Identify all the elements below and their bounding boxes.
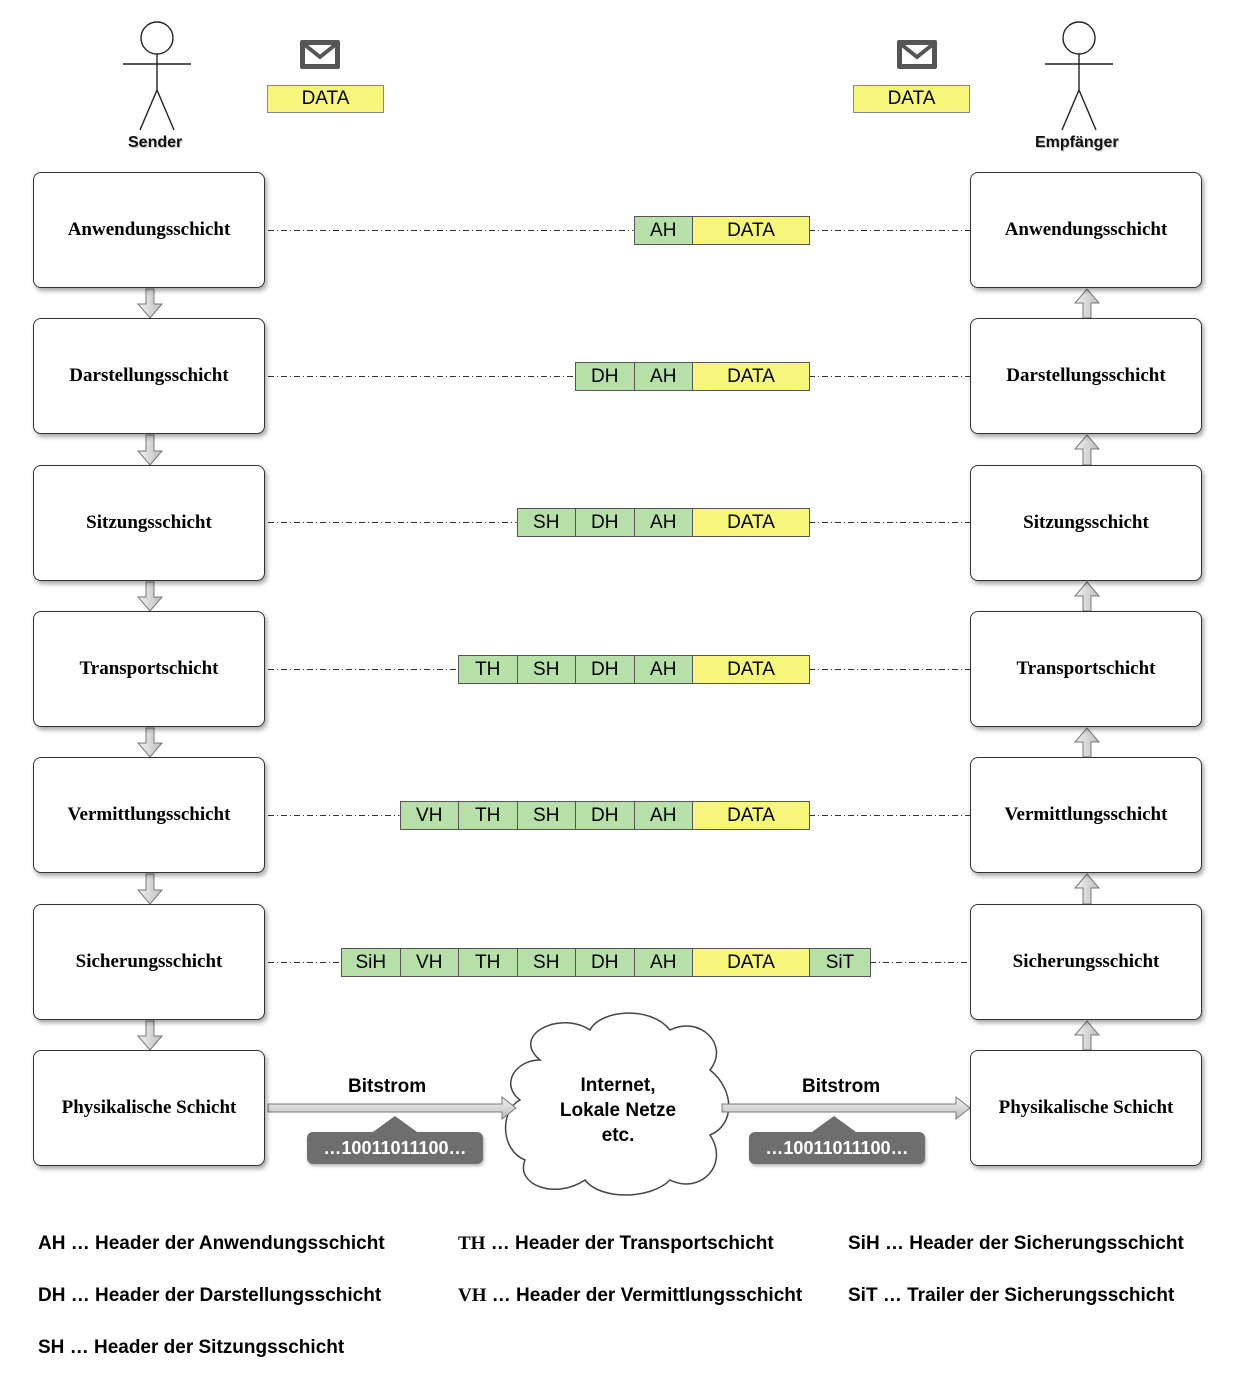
legend-sit: SiT … Trailer der Sicherungsschicht	[848, 1285, 1174, 1307]
bitstream-bits-left: …10011011100…	[307, 1132, 483, 1164]
receiver-layer-network: Vermittlungsschicht	[970, 757, 1202, 873]
legend-abbr: DH	[38, 1285, 66, 1306]
up-arrow-icon	[1073, 434, 1101, 466]
pdu-cell-th: TH	[458, 801, 518, 830]
sender-layer-network: Vermittlungsschicht	[33, 757, 265, 873]
pdu-cell-data: DATA	[692, 801, 810, 830]
receiver-layer-transport: Transportschicht	[970, 611, 1202, 727]
pdu-cell-ah: AH	[633, 508, 693, 537]
legend-text: … Header der Darstellungsschicht	[70, 1285, 382, 1306]
sender-layer-datalink: Sicherungsschicht	[33, 904, 265, 1020]
legend-text: … Header der Sitzungsschicht	[69, 1337, 345, 1358]
legend-vh: VH … Header der Vermittlungsschicht	[458, 1285, 802, 1307]
sender-layer-physical: Physikalische Schicht	[33, 1050, 265, 1166]
receiver-layer-presentation: Darstellungsschicht	[970, 318, 1202, 434]
receiver-label: Empfänger	[1035, 134, 1119, 151]
pdu-cell-th: TH	[458, 948, 518, 977]
up-arrow-icon	[1073, 873, 1101, 905]
pill-pointer-right	[812, 1116, 856, 1132]
cloud-line-2: Lokale Netze	[559, 1100, 677, 1121]
up-arrow-icon	[1073, 1020, 1101, 1051]
sender-layer-presentation: Darstellungsschicht	[33, 318, 265, 434]
pdu-cell-data: DATA	[692, 216, 810, 245]
bitstream-label-right: Bitstrom	[802, 1076, 881, 1097]
sender-actor-icon	[123, 21, 191, 131]
receiver-layer-physical: Physikalische Schicht	[970, 1050, 1202, 1166]
pdu-cell-sh: SH	[516, 508, 576, 537]
up-arrow-icon	[1073, 581, 1101, 612]
legend-text: … Header der Transportschicht	[490, 1233, 774, 1254]
cloud-line-3: etc.	[601, 1125, 635, 1146]
receiver-message-data: DATA	[853, 85, 970, 113]
legend-th: TH … Header der Transportschicht	[458, 1233, 774, 1255]
sender-layer-transport: Transportschicht	[33, 611, 265, 727]
pill-pointer-left	[373, 1116, 417, 1132]
legend-text: … Header der Sicherungsschicht	[884, 1233, 1184, 1254]
right-arrow-icon	[721, 1095, 971, 1121]
pdu-cell-dh: DH	[575, 362, 635, 391]
pdu-cell-sit: SiT	[809, 948, 871, 977]
pdu-cell-sh: SH	[516, 948, 576, 977]
down-arrow-icon	[136, 727, 164, 758]
pdu-cell-data: DATA	[692, 948, 810, 977]
pdu-cell-vh: VH	[399, 801, 459, 830]
sender-label: Sender	[128, 134, 183, 151]
up-arrow-icon	[1073, 288, 1101, 319]
pdu-cell-sih: SiH	[341, 948, 401, 977]
receiver-layer-datalink: Sicherungsschicht	[970, 904, 1202, 1020]
pdu-cell-sh: SH	[516, 655, 576, 684]
down-arrow-icon	[136, 873, 164, 905]
pdu-cell-ah: AH	[633, 801, 693, 830]
legend-abbr: VH	[458, 1285, 487, 1306]
legend-text: … Header der Vermittlungsschicht	[491, 1285, 803, 1306]
network-cloud-icon	[504, 1012, 730, 1196]
legend-abbr: SiH	[848, 1233, 880, 1254]
bitstream-label-left: Bitstrom	[348, 1076, 427, 1097]
pdu-cell-ah: AH	[633, 362, 693, 391]
legend-ah: AH … Header der Anwendungsschicht	[38, 1233, 385, 1255]
bitstream-bits-right: …10011011100…	[749, 1132, 925, 1164]
receiver-layer-session: Sitzungsschicht	[970, 465, 1202, 581]
legend-abbr: SH	[38, 1337, 65, 1358]
sender-message-data: DATA	[267, 85, 384, 113]
down-arrow-icon	[136, 581, 164, 612]
sender-layer-application: Anwendungsschicht	[33, 172, 265, 288]
right-arrow-icon	[267, 1095, 517, 1121]
pdu-cell-ah: AH	[633, 216, 693, 245]
pdu-cell-dh: DH	[575, 948, 635, 977]
pdu-cell-data: DATA	[692, 362, 810, 391]
pdu-cell-ah: AH	[633, 948, 693, 977]
envelope-icon-receiver	[897, 40, 937, 69]
down-arrow-icon	[136, 434, 164, 466]
receiver-actor-icon	[1045, 21, 1113, 131]
legend-abbr: TH	[458, 1233, 486, 1254]
pdu-cell-sh: SH	[516, 801, 576, 830]
legend-abbr: SiT	[848, 1285, 878, 1306]
pdu-cell-dh: DH	[575, 801, 635, 830]
pdu-cell-vh: VH	[399, 948, 459, 977]
cloud-text: Internet, Lokale Netze etc.	[533, 1073, 703, 1148]
pdu-cell-dh: DH	[575, 508, 635, 537]
down-arrow-icon	[136, 1020, 164, 1051]
pdu-cell-data: DATA	[692, 508, 810, 537]
pdu-cell-th: TH	[458, 655, 518, 684]
down-arrow-icon	[136, 288, 164, 319]
pdu-cell-ah: AH	[633, 655, 693, 684]
up-arrow-icon	[1073, 727, 1101, 758]
legend-sh: SH … Header der Sitzungsschicht	[38, 1337, 344, 1359]
envelope-icon-sender	[300, 40, 340, 69]
legend-text: … Trailer der Sicherungsschicht	[882, 1285, 1175, 1306]
receiver-layer-application: Anwendungsschicht	[970, 172, 1202, 288]
cloud-line-1: Internet,	[580, 1075, 656, 1096]
pdu-cell-data: DATA	[692, 655, 810, 684]
legend-dh: DH … Header der Darstellungsschicht	[38, 1285, 381, 1307]
legend-sih: SiH … Header der Sicherungsschicht	[848, 1233, 1184, 1255]
sender-layer-session: Sitzungsschicht	[33, 465, 265, 581]
legend-abbr: AH	[38, 1233, 66, 1254]
pdu-cell-dh: DH	[575, 655, 635, 684]
legend-text: … Header der Anwendungsschicht	[70, 1233, 385, 1254]
